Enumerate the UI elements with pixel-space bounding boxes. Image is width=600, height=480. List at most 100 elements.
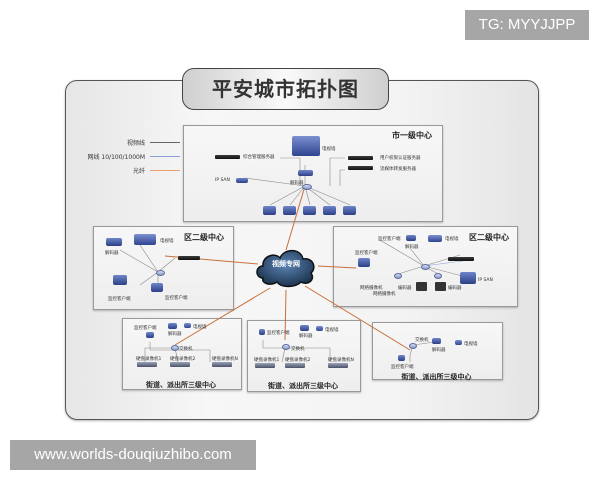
client-label: 监控客户端: [267, 331, 290, 336]
decoder-label: 解码器: [290, 181, 304, 186]
client-pc-icon: [146, 332, 154, 338]
dvr-icon: [255, 363, 275, 368]
client-pc-icon: [343, 206, 356, 215]
switch-icon: [171, 345, 179, 351]
client-pc-icon: [283, 206, 296, 215]
dvr-icon: [137, 362, 157, 367]
line-gray-icon: [150, 141, 180, 143]
ip-san-icon: [460, 272, 476, 284]
line-blue-icon: [150, 155, 180, 157]
decoder-icon: [432, 338, 441, 344]
encoder-icon: [416, 282, 427, 291]
auth-server-label: 用户权限认证服务器: [380, 156, 421, 161]
switch-icon: [409, 343, 417, 349]
tv-wall-label: 电视墙: [325, 328, 339, 333]
switch-icon: [434, 273, 442, 279]
tv-wall-icon: [134, 234, 156, 245]
decoder-icon: [298, 170, 313, 176]
client-pc-icon: [113, 275, 127, 285]
client-label: 监控客户端: [165, 296, 188, 301]
dvr-icon: [285, 363, 305, 368]
client-label: 监控客户端: [355, 251, 378, 256]
decoder-icon: [300, 325, 309, 331]
switch-icon: [302, 184, 312, 190]
tv-wall-label: 电视墙: [160, 239, 174, 244]
server-icon: [178, 256, 200, 260]
server-icon: [348, 166, 373, 170]
dvr-icon: [328, 363, 348, 368]
server-icon: [215, 155, 240, 159]
client-pc-icon: [259, 329, 265, 335]
decoder-label: 解码器: [432, 348, 446, 353]
client-label: 监控客户端: [134, 326, 157, 331]
dvr-label: 硬盘录像机N: [212, 357, 238, 362]
tv-wall-label: 电视墙: [322, 147, 336, 152]
switch-label: 交换机: [415, 338, 429, 343]
encoder-label: 编码器: [398, 286, 412, 291]
legend-label: 光纤: [132, 167, 145, 175]
client-pc-icon: [323, 206, 336, 215]
dvr-label: 硬盘录像机1: [136, 357, 162, 362]
client-pc-icon: [263, 206, 276, 215]
legend: 视频线 网线 10/100/1000M 光纤: [70, 135, 180, 177]
client-pc-icon: [358, 258, 370, 267]
forward-server-label: 流媒体转发服务器: [380, 167, 416, 172]
legend-label: 网线 10/100/1000M: [87, 153, 145, 161]
tv-wall-icon: [316, 326, 323, 331]
switch-icon: [282, 344, 290, 350]
client-pc-icon: [151, 283, 163, 292]
city-center-title: 市一级中心: [392, 131, 432, 140]
tv-wall-label: 电视墙: [445, 237, 459, 242]
street-center-title: 街道、派出所三级中心: [401, 373, 472, 381]
legend-item-video: 视频线: [70, 135, 180, 149]
decoder-icon: [168, 323, 177, 329]
tv-wall-icon: [428, 235, 442, 242]
switch-icon: [394, 273, 402, 279]
district-right-title: 区二级中心: [469, 233, 509, 242]
tv-wall-label: 电视墙: [464, 342, 478, 347]
decoder-icon: [406, 235, 416, 241]
switch-label: 交换机: [179, 347, 193, 352]
encoder-icon: [435, 282, 446, 291]
legend-item-fiber: 光纤: [70, 163, 180, 177]
decoder-label: 解码器: [168, 332, 182, 337]
camera-label: 网络摄像机: [360, 286, 383, 291]
watermark-bottom: www.worlds-douqiuzhibo.com: [10, 440, 256, 470]
line-orange-icon: [150, 169, 180, 171]
mgmt-server-label: 综合管理服务器: [243, 155, 275, 160]
street-center-title: 街道、派出所三级中心: [146, 381, 216, 389]
ip-san-icon: [236, 178, 248, 183]
legend-label: 视频线: [126, 139, 145, 147]
diagram-title: 平安城市拓扑图: [182, 68, 389, 110]
tv-wall-icon: [455, 340, 462, 345]
cloud-label: 视频专网: [272, 260, 300, 268]
switch-label: 交换机: [291, 347, 305, 352]
decoder-label: 解码器: [405, 245, 419, 250]
switch-icon: [156, 270, 165, 276]
client-label: 监控客户端: [391, 365, 414, 370]
decoder-label: 解码器: [299, 334, 313, 339]
watermark-top: TG: MYYJJPP: [465, 10, 589, 40]
client-pc-icon: [303, 206, 316, 215]
client-label: 监控客户端: [378, 237, 401, 242]
legend-item-network: 网线 10/100/1000M: [70, 149, 180, 163]
district-left-title: 区二级中心: [184, 233, 224, 242]
dvr-label: 硬盘录像机2: [285, 358, 311, 363]
dvr-icon: [212, 362, 232, 367]
client-pc-icon: [398, 355, 405, 361]
client-label: 监控客户端: [108, 297, 131, 302]
tv-wall-icon: [292, 136, 320, 156]
camera-label: 网络摄像机: [373, 292, 396, 297]
switch-icon: [421, 264, 430, 270]
decoder-icon: [106, 238, 122, 246]
server-icon: [348, 156, 373, 160]
ip-san-label: IP SAN: [215, 178, 230, 183]
tv-wall-icon: [184, 323, 191, 328]
video-network-cloud: 视频专网: [253, 244, 319, 290]
tv-wall-label: 电视墙: [193, 325, 207, 330]
ip-san-label: IP SAN: [478, 278, 493, 283]
dvr-icon: [170, 362, 190, 367]
cloud-icon: [256, 249, 315, 288]
encoder-label: 编码器: [448, 286, 462, 291]
dvr-label: 硬盘录像机N: [328, 358, 354, 363]
